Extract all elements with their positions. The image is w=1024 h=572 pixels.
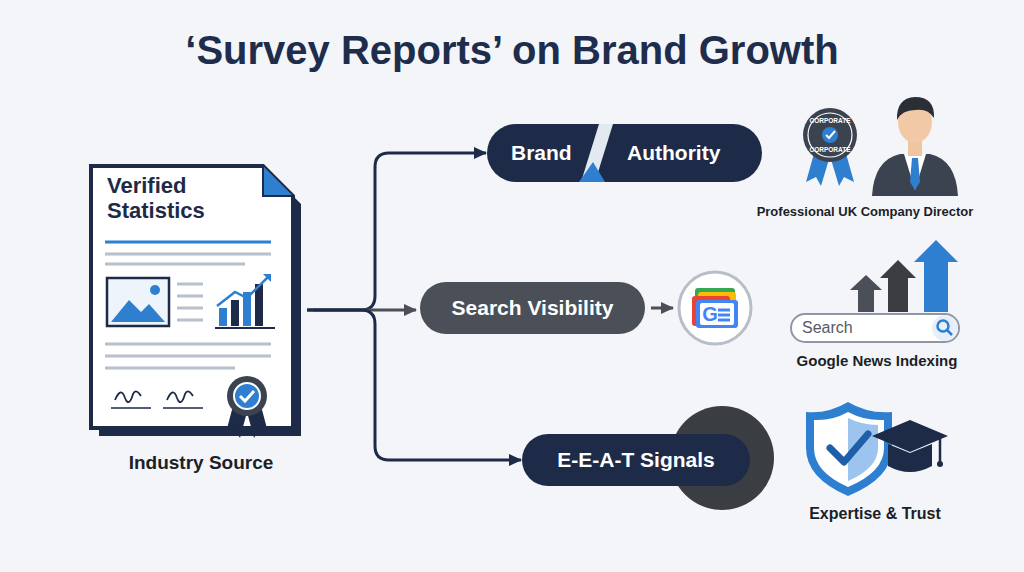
drawing-part — [105, 367, 235, 370]
node-text: Industry Source — [85, 452, 317, 474]
node-text: E-E-A-T Signals — [522, 434, 750, 486]
drawing-part — [791, 314, 959, 342]
drawing-part — [263, 166, 293, 196]
drawing-part — [872, 420, 948, 452]
drawing-part — [105, 253, 271, 256]
caption-label: Expertise & Trust — [775, 505, 975, 523]
drawing-part — [217, 276, 269, 306]
drawing-part — [880, 260, 916, 312]
drawing-part — [718, 309, 730, 312]
drawing-part — [177, 295, 203, 298]
pill-box: E-E-A-T Signals — [522, 434, 750, 486]
drawing-part — [803, 108, 857, 162]
drawing-part — [806, 402, 892, 496]
rising-arrows — [850, 240, 958, 312]
drawing-part — [822, 127, 838, 143]
drawing-part — [696, 300, 738, 328]
pill-box: Search Visibility — [420, 282, 645, 334]
caption-label: Google News Indexing — [777, 352, 977, 369]
drawing-part — [177, 307, 203, 310]
drawing-part — [932, 315, 958, 341]
document-node: Verified StatisticsIndustry Source — [85, 160, 317, 484]
drawing-part — [105, 241, 271, 244]
drawing-part — [107, 278, 169, 326]
drawing-part — [897, 97, 934, 120]
drawing-part — [219, 308, 227, 326]
drawing-part — [700, 303, 734, 325]
drawing-part — [240, 391, 254, 401]
node-text: Search — [802, 313, 922, 343]
node-text: Verified Statistics — [107, 174, 257, 223]
drawing-part — [150, 285, 160, 295]
drawing-part — [679, 272, 751, 344]
drawing-part — [215, 327, 275, 329]
drawing-part — [487, 124, 762, 182]
badge-text: CORPORATE — [806, 146, 854, 153]
badge-text: CORPORATE — [806, 117, 854, 124]
drawing-part — [718, 314, 730, 317]
node-text: Authority — [627, 124, 747, 182]
drawing-part — [105, 263, 245, 266]
drawing-part — [814, 412, 884, 487]
drawing-part — [937, 461, 943, 467]
caption-label: Professional UK Company Director — [730, 205, 1000, 220]
drawing-part — [263, 166, 293, 196]
drawing-part — [234, 383, 260, 409]
drawing-part — [826, 131, 835, 138]
drawing-part — [904, 154, 926, 190]
drawing-part — [938, 321, 949, 332]
drawing-part — [177, 319, 203, 322]
icon-circle: G — [677, 270, 753, 346]
drawing-part — [888, 444, 932, 472]
drawing-part — [914, 240, 958, 312]
node-text: G — [701, 303, 719, 325]
diagram-title: ‘Survey Reports’ on Brand Growth — [0, 28, 1024, 73]
pill-box: Brand Authority — [487, 124, 762, 182]
node-text: Search Visibility — [420, 282, 645, 334]
drawing-part — [910, 158, 920, 190]
businessman-figure — [872, 97, 958, 196]
node-text: Brand — [511, 124, 591, 182]
drawing-part — [579, 162, 605, 182]
drawing-part — [522, 434, 750, 486]
drawing-part — [111, 407, 151, 409]
drawing-part — [111, 300, 165, 322]
drawing-part — [939, 439, 942, 462]
drawing-part — [420, 282, 645, 334]
drawing-part — [718, 319, 730, 322]
drawing-part — [263, 274, 271, 282]
drawing-part — [115, 391, 141, 402]
drawing-part — [850, 275, 882, 312]
drawing-part — [227, 376, 267, 416]
shield-cap-icon — [806, 402, 948, 496]
search-bar: Search — [790, 313, 960, 343]
corporate-rosette — [803, 108, 857, 186]
drawing-part — [177, 283, 203, 286]
connector-arrow — [651, 307, 673, 310]
drawing-part — [947, 330, 952, 335]
drawing-part — [105, 355, 271, 358]
drawing-part — [231, 300, 239, 326]
drawing-part — [872, 154, 958, 196]
drawing-part — [167, 391, 193, 402]
drawing-part — [91, 166, 293, 428]
drawing-part — [163, 407, 203, 409]
drawing-part — [830, 434, 868, 462]
drawing-part — [105, 343, 271, 346]
